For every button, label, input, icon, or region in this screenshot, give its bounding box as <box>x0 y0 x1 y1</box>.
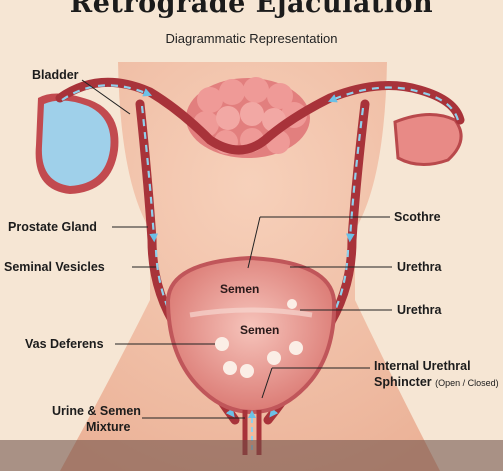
label-prostate-gland: Prostate Gland <box>8 220 97 234</box>
label-sphincter: Sphincter (Open / Closed) <box>374 375 499 391</box>
label-urethra-1: Urethra <box>397 260 442 274</box>
left-testis <box>35 93 119 194</box>
label-urethra-2: Urethra <box>397 303 442 317</box>
label-semen-lower: Semen <box>240 323 280 337</box>
label-seminal-vesicles: Seminal Vesicles <box>4 260 105 274</box>
label-sphincter-text: Sphincter <box>374 375 432 389</box>
page-subtitle: Diagrammatic Representation <box>165 31 338 46</box>
label-bladder: Bladder <box>32 68 79 82</box>
label-scothre: Scothre <box>394 210 441 224</box>
label-urine-semen-line2: Mixture <box>86 420 131 434</box>
label-vas-deferens: Vas Deferens <box>25 337 104 351</box>
label-internal-urethral: Internal Urethral <box>374 359 471 373</box>
label-urine-semen-line1: Urine & Semen <box>52 404 141 418</box>
label-semen-upper: Semen <box>220 282 260 296</box>
page-title: Retrograde Ejaculation <box>69 0 434 19</box>
leader-lines <box>81 79 392 419</box>
label-open-closed: (Open / Closed) <box>435 378 499 388</box>
bottom-shadow <box>0 440 503 471</box>
right-epididymis <box>393 113 463 166</box>
